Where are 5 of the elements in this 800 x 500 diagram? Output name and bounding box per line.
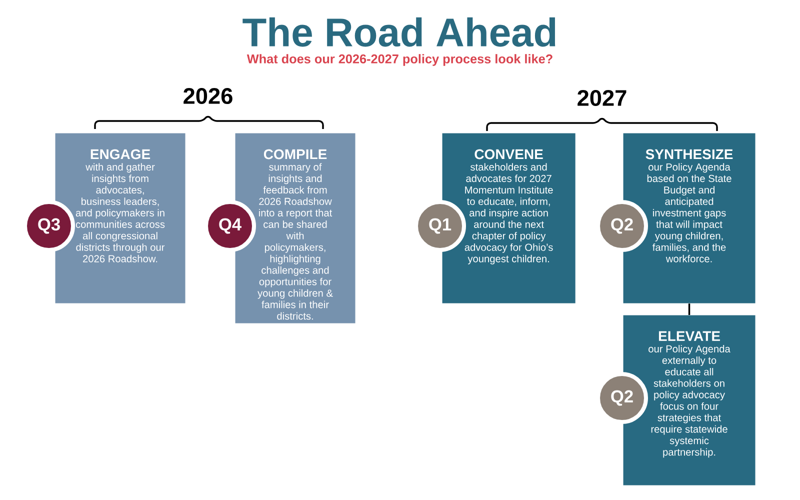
year-heading: 2026 [184, 88, 232, 104]
subtitle: What does our 2026-2027 policy process look like? [246, 54, 552, 66]
title: The Road Ahead [242, 17, 556, 47]
year-heading: 2027 [578, 90, 626, 106]
connector-line [688, 304, 690, 315]
